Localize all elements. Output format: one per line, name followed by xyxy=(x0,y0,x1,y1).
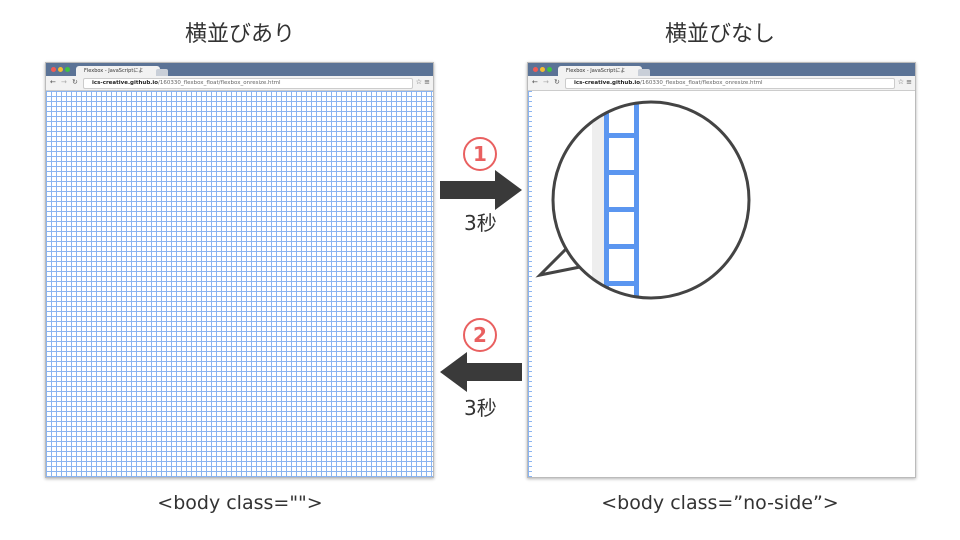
url-host: ics-creative.github.io xyxy=(574,80,641,86)
new-tab-button[interactable] xyxy=(638,69,650,76)
menu-icon[interactable]: ≡ xyxy=(424,78,430,86)
close-dot-icon[interactable] xyxy=(533,67,538,72)
menu-icon[interactable]: ≡ xyxy=(906,78,912,86)
grid-content xyxy=(46,91,433,477)
page-content xyxy=(528,91,915,477)
magnified-sidebar xyxy=(592,102,639,298)
url-path: /160330_flexbox_float/flexbox_onresize.h… xyxy=(158,80,281,86)
browser-window-left: Flexbox - JavaScriptによ ← → ↻ ics-creativ… xyxy=(45,62,434,478)
narrow-sidebar-column xyxy=(528,91,532,477)
magnifier-circle xyxy=(551,100,751,300)
new-tab-button[interactable] xyxy=(156,69,168,76)
minimize-dot-icon[interactable] xyxy=(58,67,63,72)
browser-tab[interactable]: Flexbox - JavaScriptによ xyxy=(558,66,642,76)
left-caption: <body class=""> xyxy=(157,492,323,514)
forward-icon[interactable]: → xyxy=(61,78,67,86)
bookmark-star-icon[interactable]: ☆ xyxy=(415,78,422,86)
back-icon[interactable]: ← xyxy=(50,78,56,86)
arrow-left-icon xyxy=(440,352,522,392)
back-icon[interactable]: ← xyxy=(532,78,538,86)
bookmark-star-icon[interactable]: ☆ xyxy=(897,78,904,86)
minimize-dot-icon[interactable] xyxy=(540,67,545,72)
forward-icon[interactable]: → xyxy=(543,78,549,86)
step-2-label: 3秒 xyxy=(464,396,497,420)
browser-toolbar: ← → ↻ ics-creative.github.io/160330_flex… xyxy=(46,76,433,91)
maximize-dot-icon[interactable] xyxy=(65,67,70,72)
address-bar[interactable]: ics-creative.github.io/160330_flexbox_fl… xyxy=(83,78,413,89)
magnifier-callout xyxy=(535,100,751,300)
browser-tab[interactable]: Flexbox - JavaScriptによ xyxy=(76,66,160,76)
maximize-dot-icon[interactable] xyxy=(547,67,552,72)
right-caption: <body class=”no-side”> xyxy=(601,492,839,514)
reload-icon[interactable]: ↻ xyxy=(72,78,78,86)
reload-icon[interactable]: ↻ xyxy=(554,78,560,86)
url-host: ics-creative.github.io xyxy=(92,80,159,86)
browser-toolbar: ← → ↻ ics-creative.github.io/160330_flex… xyxy=(528,76,915,91)
tab-bar: Flexbox - JavaScriptによ xyxy=(46,63,433,76)
url-path: /160330_flexbox_float/flexbox_onresize.h… xyxy=(640,80,763,86)
tab-bar: Flexbox - JavaScriptによ xyxy=(528,63,915,76)
left-title: 横並びあり xyxy=(184,22,295,47)
arrow-right-icon xyxy=(440,170,522,210)
step-1-badge: 1 xyxy=(463,137,497,171)
right-title: 横並びなし xyxy=(664,22,775,47)
step-1-label: 3秒 xyxy=(464,211,497,235)
close-dot-icon[interactable] xyxy=(51,67,56,72)
address-bar[interactable]: ics-creative.github.io/160330_flexbox_fl… xyxy=(565,78,895,89)
step-2-badge: 2 xyxy=(463,318,497,352)
